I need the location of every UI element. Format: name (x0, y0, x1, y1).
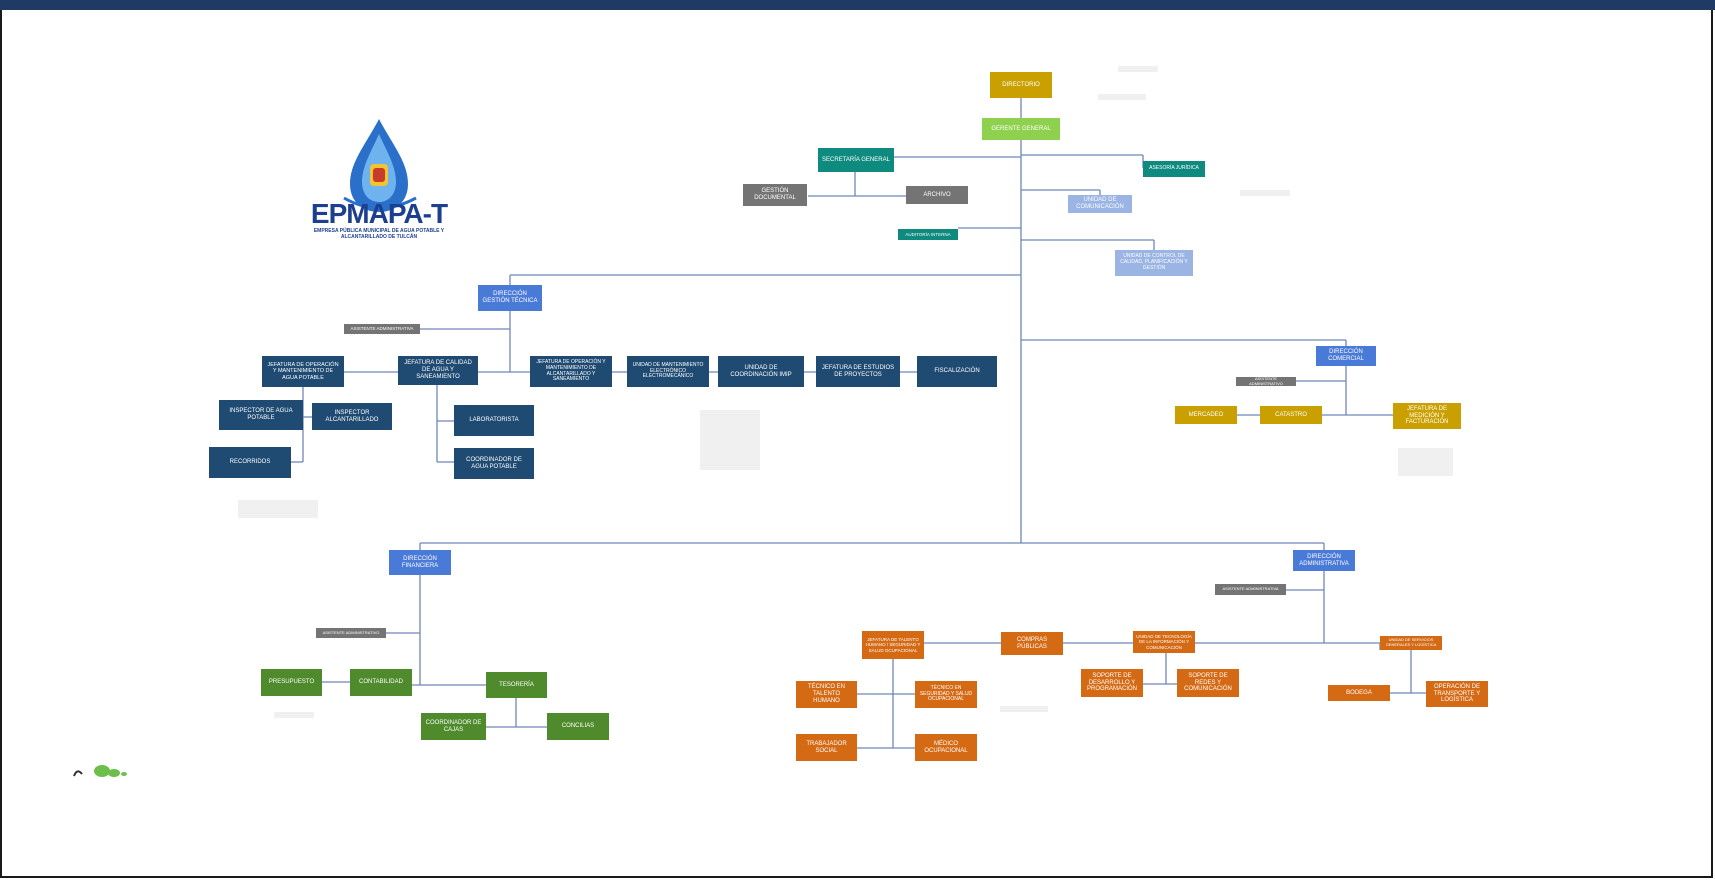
node-unidad-electromecanico: UNIDAD DE MANTENIMIENTO ELECTRÓNICO ELEC… (627, 356, 709, 387)
node-gestion-documental: GESTIÓN DOCUMENTAL (743, 184, 807, 206)
corner-decoration-icon (73, 765, 127, 777)
node-bodega: BODEGA (1328, 685, 1390, 701)
node-asistente-administrativa-adm: ASISTENTE ADMINISTRATIVA (1215, 584, 1286, 595)
epmapa-logo-icon (343, 119, 417, 212)
node-jefatura-agua-potable: JEFATURA DE OPERACIÓN Y MANTENIMIENTO DE… (262, 356, 344, 387)
node-asesoria-juridica: ASESORÍA JURÍDICA (1143, 161, 1205, 177)
node-coordinador-agua: COORDINADOR DE AGUA POTABLE (454, 448, 534, 479)
node-tesoreria: TESORERÍA (486, 672, 547, 698)
node-fiscalizacion: FISCALIZACIÓN (917, 356, 997, 387)
node-jefatura-calidad-agua: JEFATURA DE CALIDAD DE AGUA Y SANEAMIENT… (398, 356, 478, 385)
node-secretaria-general: SECRETARÍA GENERAL (818, 148, 894, 172)
node-jefatura-alcantarillado: JEFATURA DE OPERACIÓN Y MANTENIMIENTO DE… (530, 356, 612, 387)
logo-subtitle: EMPRESA PÚBLICA MUNICIPAL DE AGUA POTABL… (313, 228, 445, 240)
node-archivo: ARCHIVO (906, 186, 968, 204)
node-soporte-redes: SOPORTE DE REDES Y COMUNICACIÓN (1177, 669, 1239, 697)
node-jefatura-estudios: JEFATURA DE ESTUDIOS DE PROYECTOS (816, 356, 900, 387)
node-tecnico-seguridad: TÉCNICO EN SEGURIDAD Y SALUD OCUPACIONAL (915, 681, 977, 708)
background-smudge (1000, 706, 1048, 712)
node-direccion-financiera: DIRECCIÓN FINANCIERA (389, 550, 451, 575)
window-top-bar (0, 0, 1715, 10)
node-unidad-comunicacion: UNIDAD DE COMUNICACIÓN (1068, 195, 1132, 213)
node-directorio: DIRECTORIO (990, 72, 1052, 98)
node-unidad-coordinacion-imip: UNIDAD DE COORDINACIÓN IMIP (718, 356, 804, 387)
node-presupuesto: PRESUPUESTO (261, 669, 322, 696)
slide-frame (0, 10, 1713, 878)
node-mercadeo: MERCADEO (1175, 406, 1237, 424)
node-catastro: CATASTRO (1260, 406, 1322, 424)
node-gerente-general: GERENTE GENERAL (982, 118, 1060, 140)
logo-wordmark: EPMAPA-T (310, 198, 448, 229)
node-medico-ocupacional: MÉDICO OCUPACIONAL (915, 734, 977, 761)
background-smudge (1398, 448, 1453, 476)
node-compras-publicas: COMPRAS PÚBLICAS (1001, 632, 1063, 655)
node-laboratorista: LABORATORISTA (454, 405, 534, 436)
node-asistente-financiera: ASISTENTE ADMINISTRATIVO (316, 628, 386, 638)
node-trabajador-social: TRABAJADOR SOCIAL (796, 734, 857, 761)
node-jefatura-medicion: JEFATURA DE MEDICIÓN Y FACTURACIÓN (1393, 403, 1461, 429)
node-direccion-comercial: DIRECCIÓN COMERCIAL (1316, 346, 1376, 366)
node-direccion-gestion-tecnica: DIRECCIÓN GESTIÓN TÉCNICA (478, 285, 542, 311)
node-jefatura-talento-humano: JEFATURA DE TALENTO HUMANO / SEGURIDAD Y… (862, 631, 924, 659)
node-tecnico-talento-humano: TÉCNICO EN TALENTO HUMANO (796, 681, 857, 708)
node-contabilidad: CONTABILIDAD (350, 669, 412, 696)
node-asistente-administrativa-tecnica: ASISTENTE ADMINISTRATIVA (344, 324, 420, 334)
background-smudge (274, 712, 314, 718)
node-conciliaciones: CONCILIAS (547, 713, 609, 740)
node-unidad-tecnologia: UNIDAD DE TECNOLOGÍA DE LA INFORMACIÓN Y… (1133, 631, 1195, 653)
node-soporte-desarrollo: SOPORTE DE DESARROLLO Y PROGRAMACIÓN (1081, 669, 1143, 697)
node-auditoria-interna: AUDITORÍA INTERNA (898, 229, 958, 240)
node-unidad-servicios-generales: UNIDAD DE SERVICIOS GENERALES Y LOGÍSTIC… (1380, 636, 1442, 650)
node-operacion-transporte: OPERACIÓN DE TRANSPORTE Y LOGÍSTICA (1426, 681, 1488, 707)
node-inspector-alcantarillado: INSPECTOR ALCANTARILLADO (312, 403, 392, 430)
background-smudge (1118, 66, 1158, 72)
node-coordinador-cajas: COORDINADOR DE CAJAS (421, 713, 486, 740)
node-asistente-comercial: ASISTENTE ADMINISTRATIVO (1236, 377, 1296, 386)
node-direccion-administrativa: DIRECCIÓN ADMINISTRATIVA (1293, 550, 1355, 571)
background-smudge (1240, 190, 1290, 196)
node-inspector-agua: INSPECTOR DE AGUA POTABLE (219, 400, 303, 430)
background-smudge (1098, 94, 1146, 100)
background-smudge (238, 500, 318, 518)
background-smudge (700, 410, 760, 470)
node-recorridos: RECORRIDOS (209, 447, 291, 478)
node-unidad-control-calidad: UNIDAD DE CONTROL DE CALIDAD, PLANIFICAC… (1115, 250, 1193, 276)
